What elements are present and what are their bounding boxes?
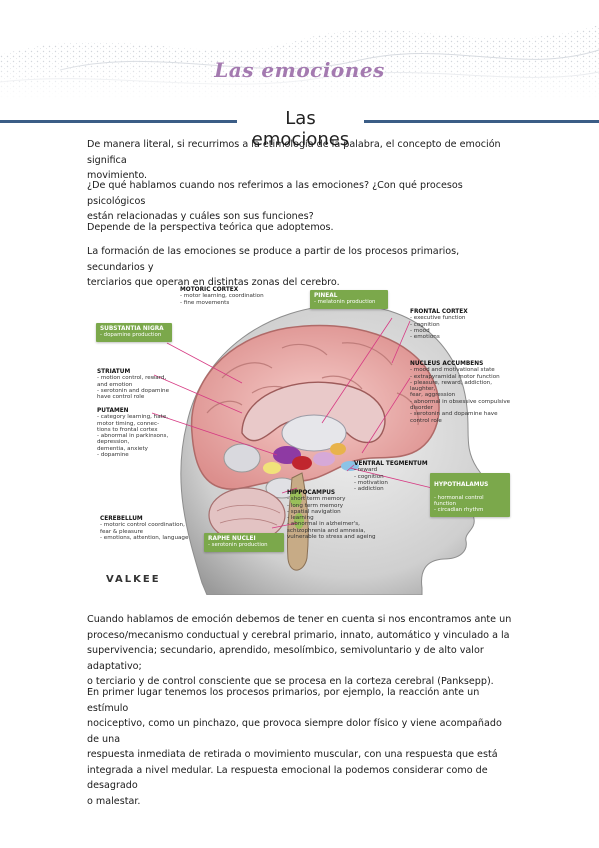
label-striatum: STRIATUM - motion control, reward, and e…: [97, 369, 170, 401]
label-ventral-tegmentum: VENTRAL TEGMENTUM - reward - cognition -…: [354, 461, 428, 493]
text-line: nociceptivo, como un pinchazo, que provo…: [87, 718, 502, 745]
paragraph-3: Depende de la perspectiva teórica que ad…: [87, 220, 515, 236]
paragraph-6: En primer lugar tenemos los procesos pri…: [87, 685, 515, 809]
text-line: o malestar.: [87, 795, 141, 807]
text-line: respuesta inmediata de retirada o movimi…: [87, 749, 498, 760]
text-line: movimiento.: [87, 170, 148, 181]
paragraph-2: ¿De qué hablamos cuando nos referimos a …: [87, 178, 515, 225]
text-line: integrada a nivel medular. La respuesta …: [87, 764, 488, 792]
paragraph-4: La formación de las emociones se produce…: [87, 244, 515, 291]
text-line: o terciario y de control consciente que …: [87, 676, 494, 687]
label-nucleus-accumbens: NUCLEUS ACCUMBENS - mood and motivationa…: [410, 361, 511, 424]
box-pineal: PINEAL - melatonin production: [310, 290, 388, 309]
text-line: De manera literal, si recurrimos a la et…: [87, 139, 501, 166]
title-rule-right: [364, 120, 599, 123]
text-line: terciarios que operan en distintas zonas…: [87, 277, 340, 288]
text-line: Depende de la perspectiva teórica que ad…: [87, 222, 334, 233]
brain-illustration: [151, 304, 490, 595]
text-line: Cuando hablamos de emoción debemos de te…: [87, 614, 512, 625]
header-title: Las emociones: [214, 58, 385, 82]
text-line: proceso/mecanismo conductual y cerebral …: [87, 629, 510, 641]
text-line: ¿De qué hablamos cuando nos referimos a …: [87, 180, 463, 207]
title-rule-left: [0, 120, 237, 123]
box-hypothalamus: HYPOTHALAMUS - hormonal control function…: [430, 473, 510, 517]
label-frontal-cortex: FRONTAL CORTEX - executive function - co…: [410, 309, 468, 341]
paragraph-5: Cuando hablamos de emoción debemos de te…: [87, 612, 515, 690]
brain-figure: MOTORIC CORTEX - motor learning, coordin…: [92, 283, 512, 595]
paragraph-1: De manera literal, si recurrimos a la et…: [87, 137, 515, 184]
box-substantia-nigra: SUBSTANTIA NIGRA - dopamine production: [96, 323, 172, 342]
text-line: En primer lugar tenemos los procesos pri…: [87, 687, 480, 714]
label-hippocampus: HIPPOCAMPUS - short term memory - long t…: [287, 490, 376, 541]
brand-logo: VALKEE: [106, 574, 161, 585]
text-line: están relacionadas y cuáles son sus func…: [87, 211, 314, 222]
label-cerebellum: CEREBELLUM - motoric control coordinatio…: [100, 516, 189, 541]
sketch-texture: [0, 0, 599, 100]
text-line: La formación de las emociones se produce…: [87, 246, 460, 273]
label-putamen: PUTAMEN - category learning, hate, motor…: [97, 408, 169, 459]
box-raphe-nuclei: RAPHE NUCLEI - serotonin production: [204, 533, 284, 552]
label-motoric-cortex: MOTORIC CORTEX - motor learning, coordin…: [180, 287, 264, 306]
section-title: Las emociones: [251, 108, 350, 150]
header-banner: [0, 0, 599, 100]
text-line: supervivencia; secundario, aprendido, me…: [87, 645, 484, 672]
